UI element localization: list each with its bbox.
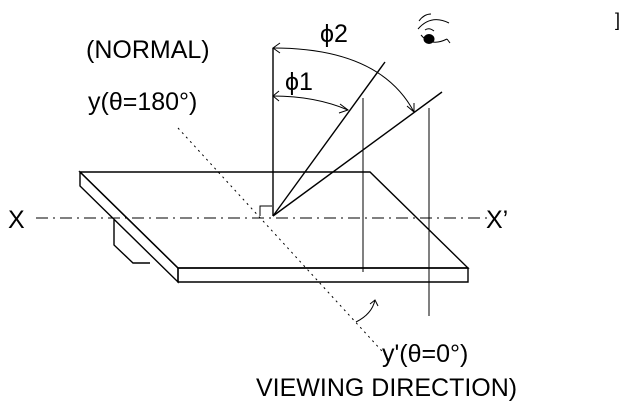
y-axis-line — [177, 127, 393, 363]
panel-top-face — [78, 171, 470, 269]
x-right-label: X’ — [486, 206, 508, 234]
phi1-arc — [272, 90, 350, 114]
phi1-label: ϕ1 — [285, 68, 313, 96]
theta-arc — [355, 299, 379, 323]
x-left-label: X — [8, 206, 25, 234]
normal-label: (NORMAL) — [86, 36, 210, 64]
right-angle-mark — [259, 205, 272, 216]
ray-phi1 — [272, 61, 386, 217]
ray-phi2 — [272, 91, 443, 217]
panel-front-face — [177, 267, 469, 283]
panel-underside-step — [113, 220, 150, 264]
phi2-arc — [272, 42, 415, 114]
lcd-panel — [78, 170, 470, 284]
eye-icon — [417, 13, 451, 44]
corner-mark: ] — [615, 10, 620, 30]
panel-left-face — [79, 170, 179, 284]
y-top-label: y(θ=180°) — [88, 88, 197, 116]
y-bottom-label: y'(θ=0°) — [382, 340, 468, 368]
phi2-label: ϕ2 — [320, 20, 348, 48]
viewing-direction-label: VIEWING DIRECTION) — [256, 374, 517, 402]
